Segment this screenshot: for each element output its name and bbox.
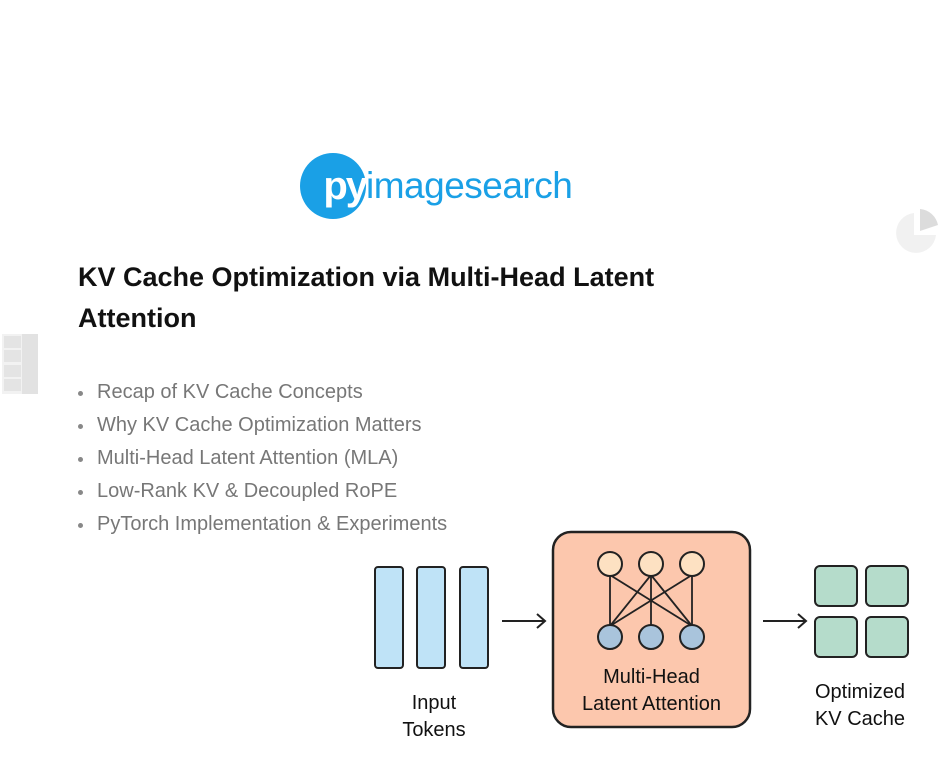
cache-block	[865, 616, 909, 658]
arrow-icon	[763, 613, 808, 629]
top-node	[638, 551, 664, 577]
cache-block	[814, 616, 858, 658]
pie-chart-icon	[896, 209, 938, 253]
logo-mark: py	[300, 153, 368, 219]
cache-block	[865, 565, 909, 607]
label-line: Input	[411, 692, 457, 714]
file-cabinet-icon	[2, 334, 38, 394]
label-line: Latent Attention	[581, 693, 721, 715]
input-token	[374, 566, 404, 669]
arrow-icon	[502, 613, 547, 629]
input-token	[416, 566, 446, 669]
top-node	[597, 551, 623, 577]
bottom-node	[679, 624, 705, 650]
cache-block	[814, 565, 858, 607]
label-line: KV Cache	[814, 708, 906, 730]
pyimagesearch-logo: py imagesearch	[300, 153, 573, 219]
list-item: Why KV Cache Optimization Matters	[78, 409, 447, 442]
list-item: Recap of KV Cache Concepts	[78, 376, 447, 409]
top-node	[679, 551, 705, 577]
input-token	[459, 566, 489, 669]
optimized-kv-cache-label: Optimized KV Cache	[798, 679, 922, 733]
input-tokens-label: Input Tokens	[374, 690, 494, 744]
label-line: Multi-Head	[603, 666, 700, 688]
list-item: PyTorch Implementation & Experiments	[78, 508, 447, 541]
list-item: Low-Rank KV & Decoupled RoPE	[78, 475, 447, 508]
mla-label: Multi-Head Latent Attention	[553, 664, 750, 718]
page-title: KV Cache Optimization via Multi-Head Lat…	[78, 262, 655, 333]
bottom-node	[638, 624, 664, 650]
logo-wordmark: imagesearch	[366, 165, 573, 206]
bottom-node	[597, 624, 623, 650]
connections	[609, 574, 693, 627]
list-item: Multi-Head Latent Attention (MLA)	[78, 442, 447, 475]
label-line: Optimized	[814, 681, 906, 703]
topic-list: Recap of KV Cache Concepts Why KV Cache …	[78, 376, 447, 541]
label-line: Tokens	[402, 719, 466, 741]
